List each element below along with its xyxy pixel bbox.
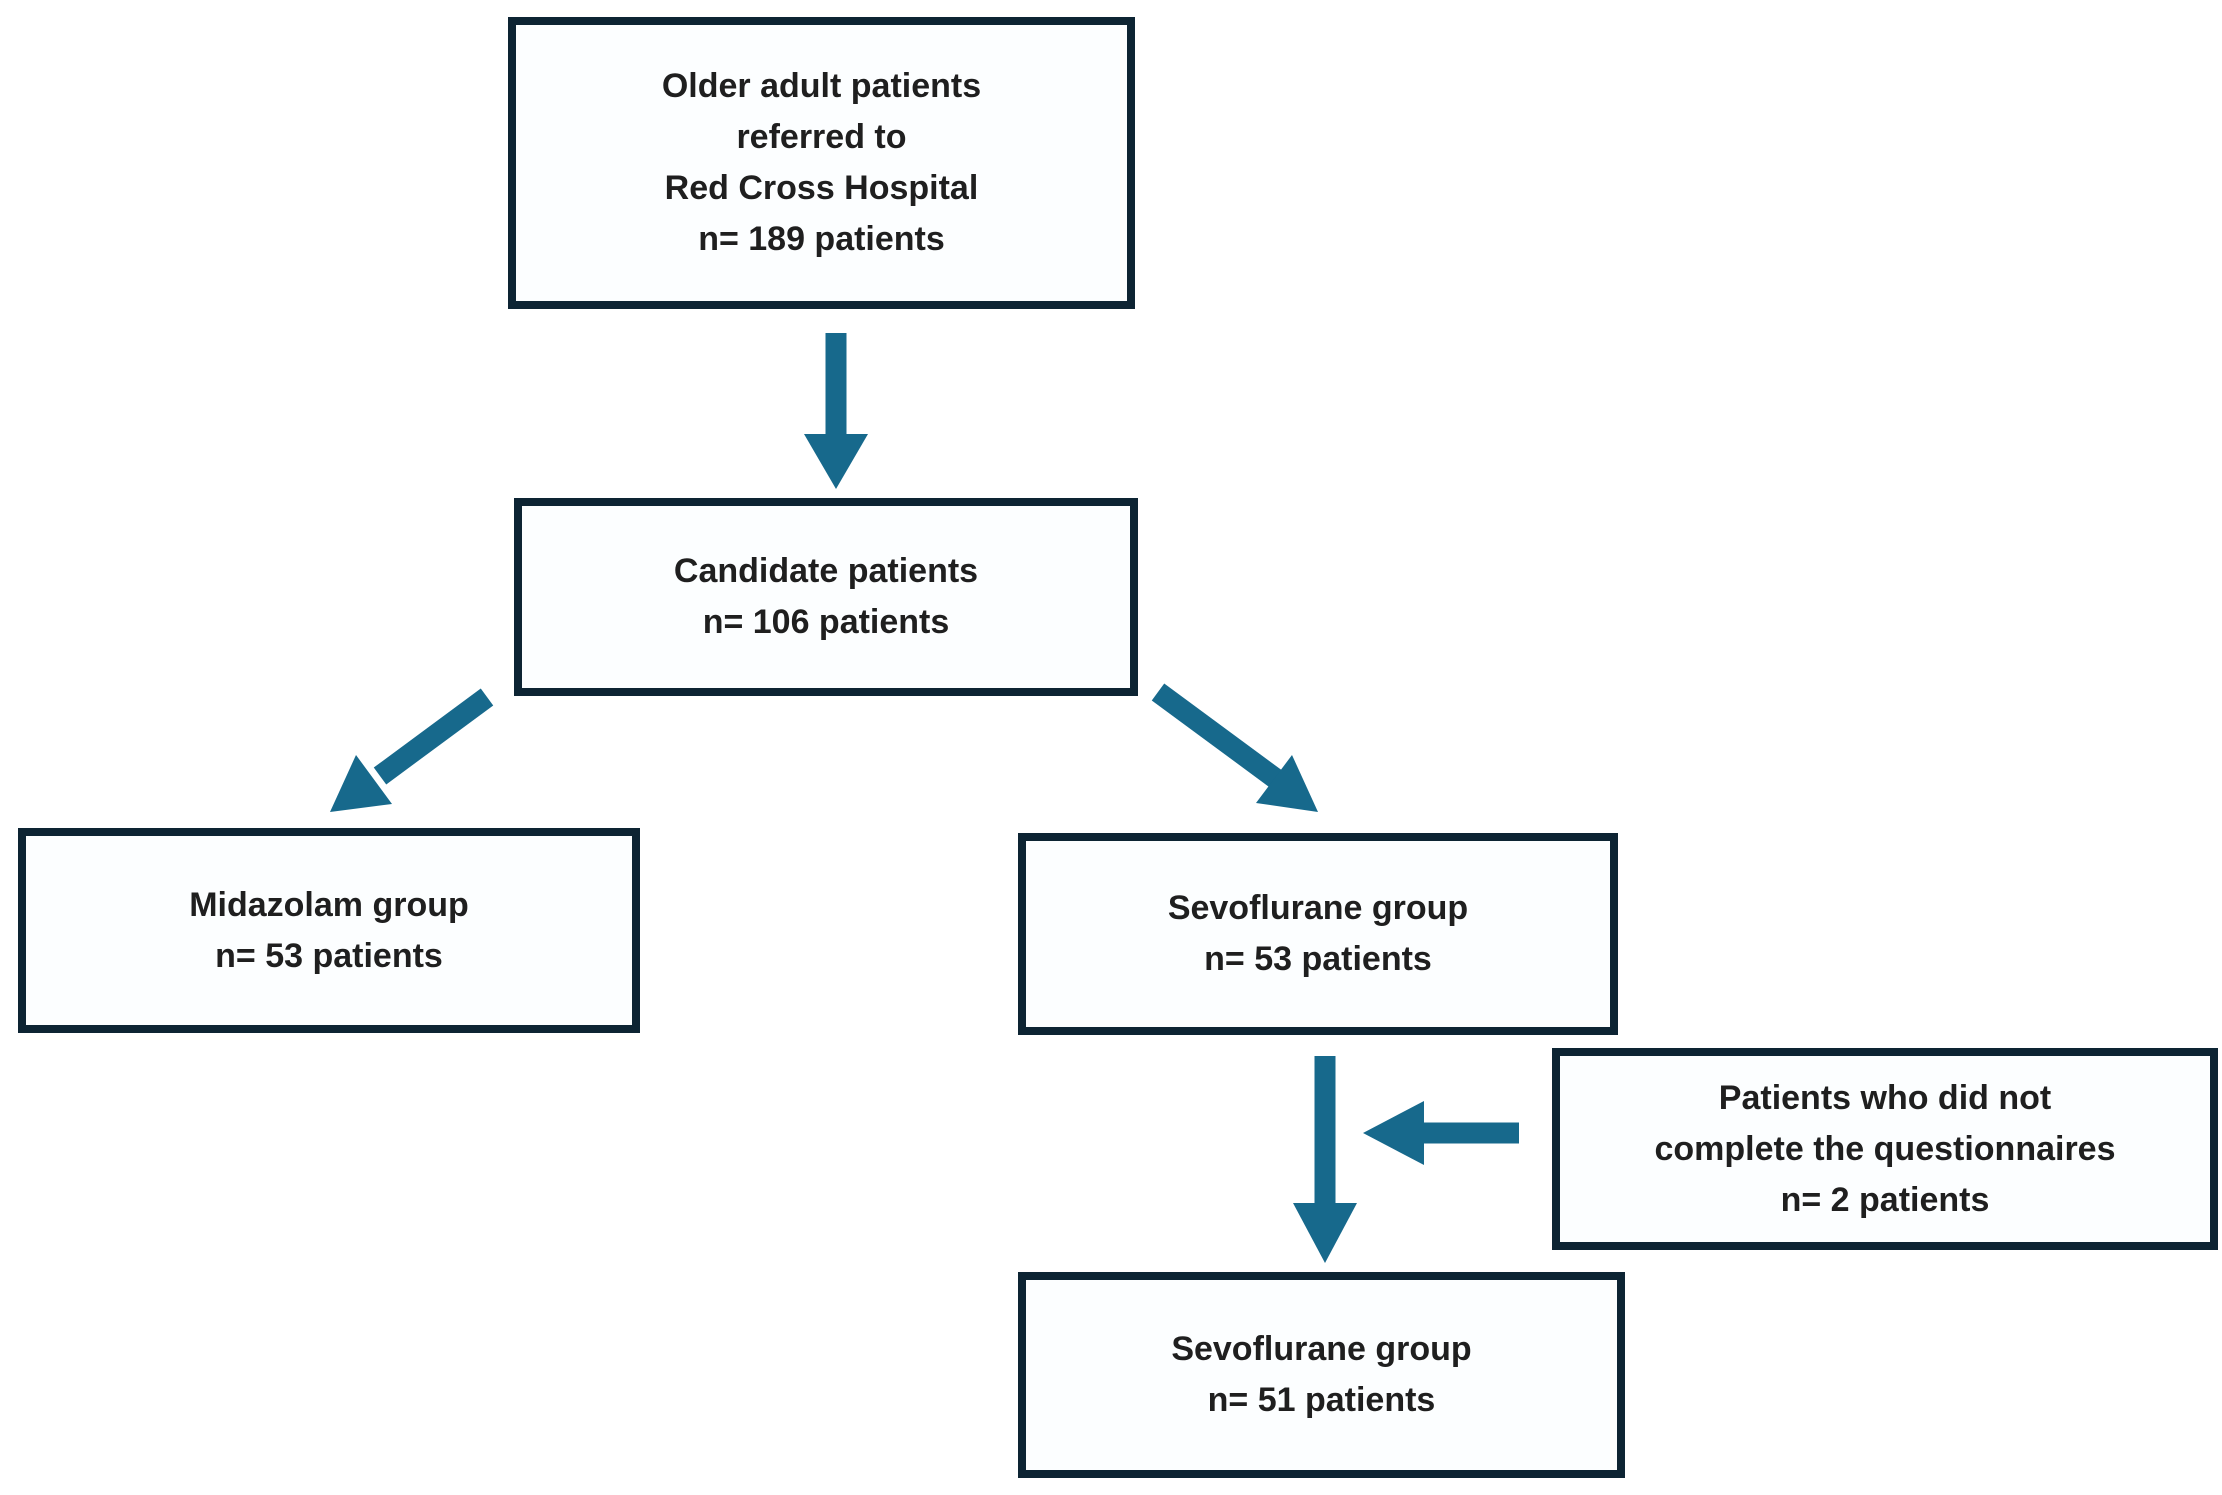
- arrow-head: [1256, 755, 1318, 812]
- left-arrow-icon: [1363, 1101, 1519, 1165]
- arrow-head: [1293, 1203, 1357, 1263]
- arrow-head: [330, 755, 392, 812]
- arrow-head: [804, 434, 868, 489]
- box-older-adult-patients-text: Older adult patients referred to Red Cro…: [661, 67, 982, 258]
- box-older-adult-patients: Older adult patients referred to Red Cro…: [508, 17, 1135, 309]
- box-midazolam-group-text: Midazolam group n= 53 patients: [189, 885, 469, 975]
- arrow-shaft: [373, 688, 494, 785]
- box-sevoflurane-group-allocated: Sevoflurane group n= 53 patients: [1018, 833, 1618, 1035]
- arrow-head: [1363, 1101, 1424, 1165]
- arrow-shaft: [1151, 683, 1283, 788]
- box-patients-not-completing-questionnaires-text: Patients who did not complete the questi…: [1654, 1078, 2116, 1219]
- box-midazolam-group: Midazolam group n= 53 patients: [18, 828, 640, 1033]
- diagonal-down-right-arrow-icon: [1151, 683, 1318, 812]
- down-arrow-icon: [804, 333, 868, 489]
- box-sevoflurane-group-final-text: Sevoflurane group n= 51 patients: [1171, 1330, 1472, 1419]
- diagonal-down-left-arrow-icon: [330, 688, 494, 812]
- box-sevoflurane-group-allocated-text: Sevoflurane group n= 53 patients: [1167, 889, 1469, 978]
- box-candidate-patients-text: Candidate patients n= 106 patients: [673, 552, 979, 641]
- down-arrow-icon: [1293, 1056, 1357, 1263]
- box-candidate-patients: Candidate patients n= 106 patients: [514, 498, 1138, 696]
- box-patients-not-completing-questionnaires: Patients who did not complete the questi…: [1552, 1048, 2218, 1250]
- box-sevoflurane-group-final: Sevoflurane group n= 51 patients: [1018, 1272, 1625, 1478]
